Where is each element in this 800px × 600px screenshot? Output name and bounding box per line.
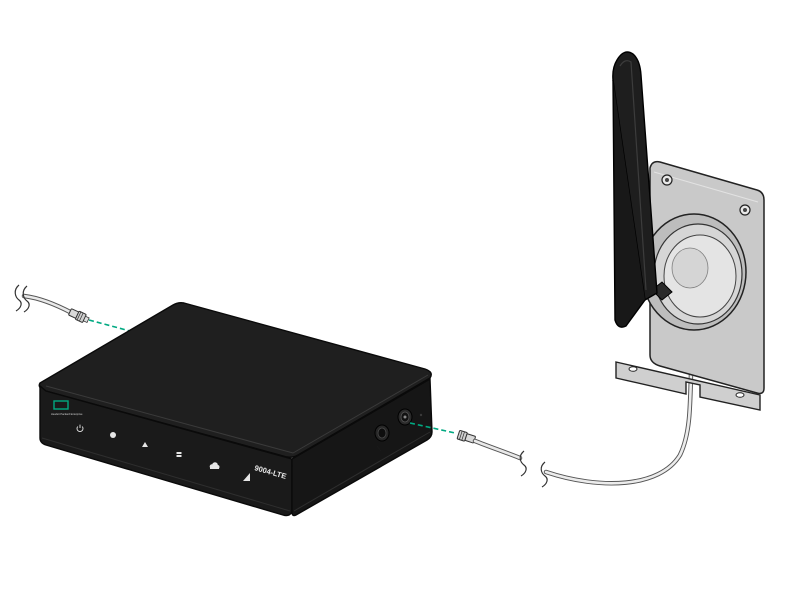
logo-text: Hewlett Packard Enterprise [51,412,83,416]
mount-screw-hole [661,174,673,186]
antenna-cable [409,327,695,488]
mount-screw-hole [739,204,751,216]
signal-icon [243,473,250,481]
device-side-face [291,377,433,517]
left-connector-guide [88,319,131,332]
antenna-base [641,213,747,331]
antenna-whip [612,51,673,328]
power-icon [76,424,84,432]
secondary-port [374,424,390,452]
hpe-logo: Hewlett Packard Enterprise [51,400,83,416]
cloud-icon [209,462,220,469]
status-leds [76,424,250,481]
left-cable [14,284,131,332]
antenna-port [397,408,423,426]
warning-icon [142,442,148,447]
antenna-cable-connector [456,430,476,444]
mount-bracket-foot [615,361,761,411]
left-cable-connector [68,308,90,324]
status-dot-icon [110,432,116,438]
gateway-device: Hewlett Packard Enterprise [38,302,433,517]
antenna-mount-assembly [612,51,765,411]
lte-icon [176,452,182,457]
